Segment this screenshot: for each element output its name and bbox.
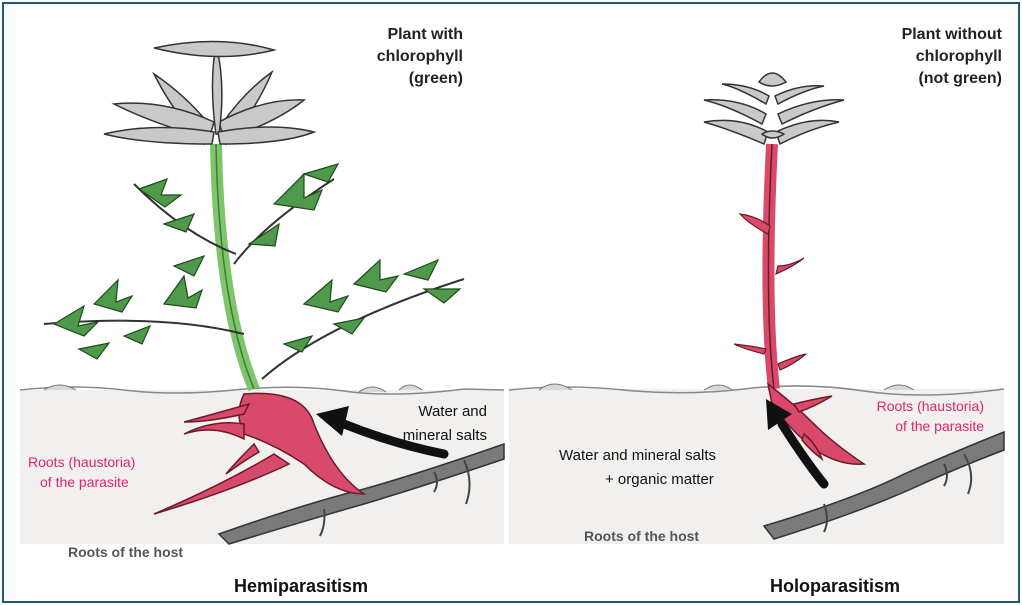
holoparasite-flower [704, 73, 844, 144]
hemiparasite-plant-label: Plant with chlorophyll (green) [377, 24, 463, 90]
hemiparasite-haustoria-label: Roots (haustoria) of the parasite [28, 452, 135, 492]
hemiparasitism-caption: Hemiparasitism [234, 576, 368, 597]
hemiparasite-flow-label: Water and mineral salts [403, 400, 487, 448]
holoparasite-plant [704, 73, 844, 389]
illustration [4, 4, 1018, 601]
hemiparasite-leaves [44, 41, 464, 389]
hemiparasite-flower [104, 41, 314, 144]
hemiparasite-host-roots-label: Roots of the host [68, 544, 183, 560]
holoparasite-host-roots-label: Roots of the host [584, 528, 699, 544]
holoparasite-plant-label: Plant without chlorophyll (not green) [902, 24, 1002, 90]
holoparasite-haustoria-label: Roots (haustoria) of the parasite [877, 396, 984, 436]
holoparasitism-caption: Holoparasitism [770, 576, 900, 597]
holoparasite-flow-label: Water and mineral salts + organic matter [559, 444, 716, 492]
